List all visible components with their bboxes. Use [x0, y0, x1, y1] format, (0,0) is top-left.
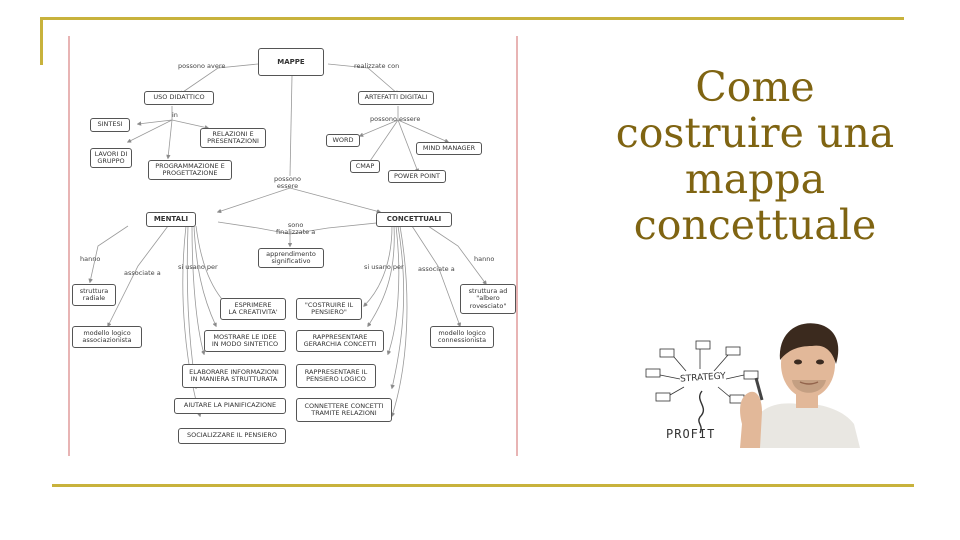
man-with-pen-photo: [732, 320, 862, 448]
label-hanno-left: hanno: [80, 256, 100, 263]
node-rappresentare-pensiero: RAPPRESENTARE IL PENSIERO LOGICO: [296, 364, 376, 388]
node-power-point: POWER POINT: [388, 170, 446, 183]
node-mappe: MAPPE: [258, 48, 324, 76]
label-realizzate-con: realizzate con: [354, 63, 399, 70]
profit-word: PROFIT: [666, 427, 715, 441]
map-border-right: [516, 36, 518, 456]
label-possono-avere: possono avere: [178, 63, 225, 70]
node-lavori-gruppo: LAVORI DI GRUPPO: [90, 148, 132, 168]
title-line-2: costruire una: [590, 110, 920, 156]
frame-left-rule: [40, 17, 43, 65]
title-line-4: concettuale: [590, 202, 920, 248]
frame-bottom-rule: [52, 484, 914, 487]
node-connettere: CONNETTERE CONCETTI TRAMITE RELAZIONI: [296, 398, 392, 422]
node-aiutare: AIUTARE LA PIANIFICAZIONE: [174, 398, 286, 414]
title-line-3: mappa: [590, 156, 920, 202]
node-rappresentare: RAPPRESENTARE GERARCHIA CONCETTI: [296, 330, 384, 352]
node-modello-connessionista: modello logico connessionista: [430, 326, 494, 348]
node-socializzare: SOCIALIZZARE IL PENSIERO: [178, 428, 286, 444]
man-silhouette: [732, 320, 862, 448]
frame-top-rule: [40, 17, 904, 20]
node-relazioni: RELAZIONI E PRESENTAZIONI: [200, 128, 266, 148]
node-esprimere: ESPRIMERE LA CREATIVITA': [220, 298, 286, 320]
node-sintesi: SINTESI: [90, 118, 130, 132]
node-mostrare: MOSTRARE LE IDEE IN MODO SINTETICO: [204, 330, 286, 352]
node-uso-didattico: USO DIDATTICO: [144, 91, 214, 105]
node-artefatti-digitali: ARTEFATTI DIGITALI: [358, 91, 434, 105]
label-si-usano-left: si usano per: [178, 264, 218, 271]
node-elaborare: ELABORARE INFORMAZIONI IN MANIERA STRUTT…: [182, 364, 286, 388]
title-line-1: Come: [590, 64, 920, 110]
node-programmazione: PROGRAMMAZIONE E PROGETTAZIONE: [148, 160, 232, 180]
label-si-usano-right: si usano per: [364, 264, 404, 271]
node-costruire: "COSTRUIRE IL PENSIERO": [296, 298, 362, 320]
map-border-left: [68, 36, 70, 456]
node-apprendimento: apprendimento significativo: [258, 248, 324, 268]
node-struttura-radiale: struttura radiale: [72, 284, 116, 306]
concept-map-image: MAPPE USO DIDATTICO ARTEFATTI DIGITALI S…: [68, 36, 518, 456]
node-word: WORD: [326, 134, 360, 147]
node-cmap: CMAP: [350, 160, 380, 173]
label-sono-finalizzate: sono finalizzate a: [276, 222, 315, 237]
label-possono-essere-1: possono essere: [370, 116, 420, 123]
node-struttura-albero: struttura ad "albero rovesciato": [460, 284, 516, 314]
label-hanno-right: hanno: [474, 256, 494, 263]
label-in: in: [172, 112, 178, 119]
node-modello-associazionista: modello logico associazionista: [72, 326, 142, 348]
concept-map-connectors: [68, 36, 518, 456]
label-possono-essere-2: possono essere: [274, 176, 301, 191]
node-concettuali: CONCETTUALI: [376, 212, 452, 227]
node-mentali: MENTALI: [146, 212, 196, 227]
slide-title: Come costruire una mappa concettuale: [590, 64, 920, 248]
label-associate-left: associate a: [124, 270, 161, 277]
node-mind-manager: MIND MANAGER: [416, 142, 482, 155]
label-associate-right: associate a: [418, 266, 455, 273]
